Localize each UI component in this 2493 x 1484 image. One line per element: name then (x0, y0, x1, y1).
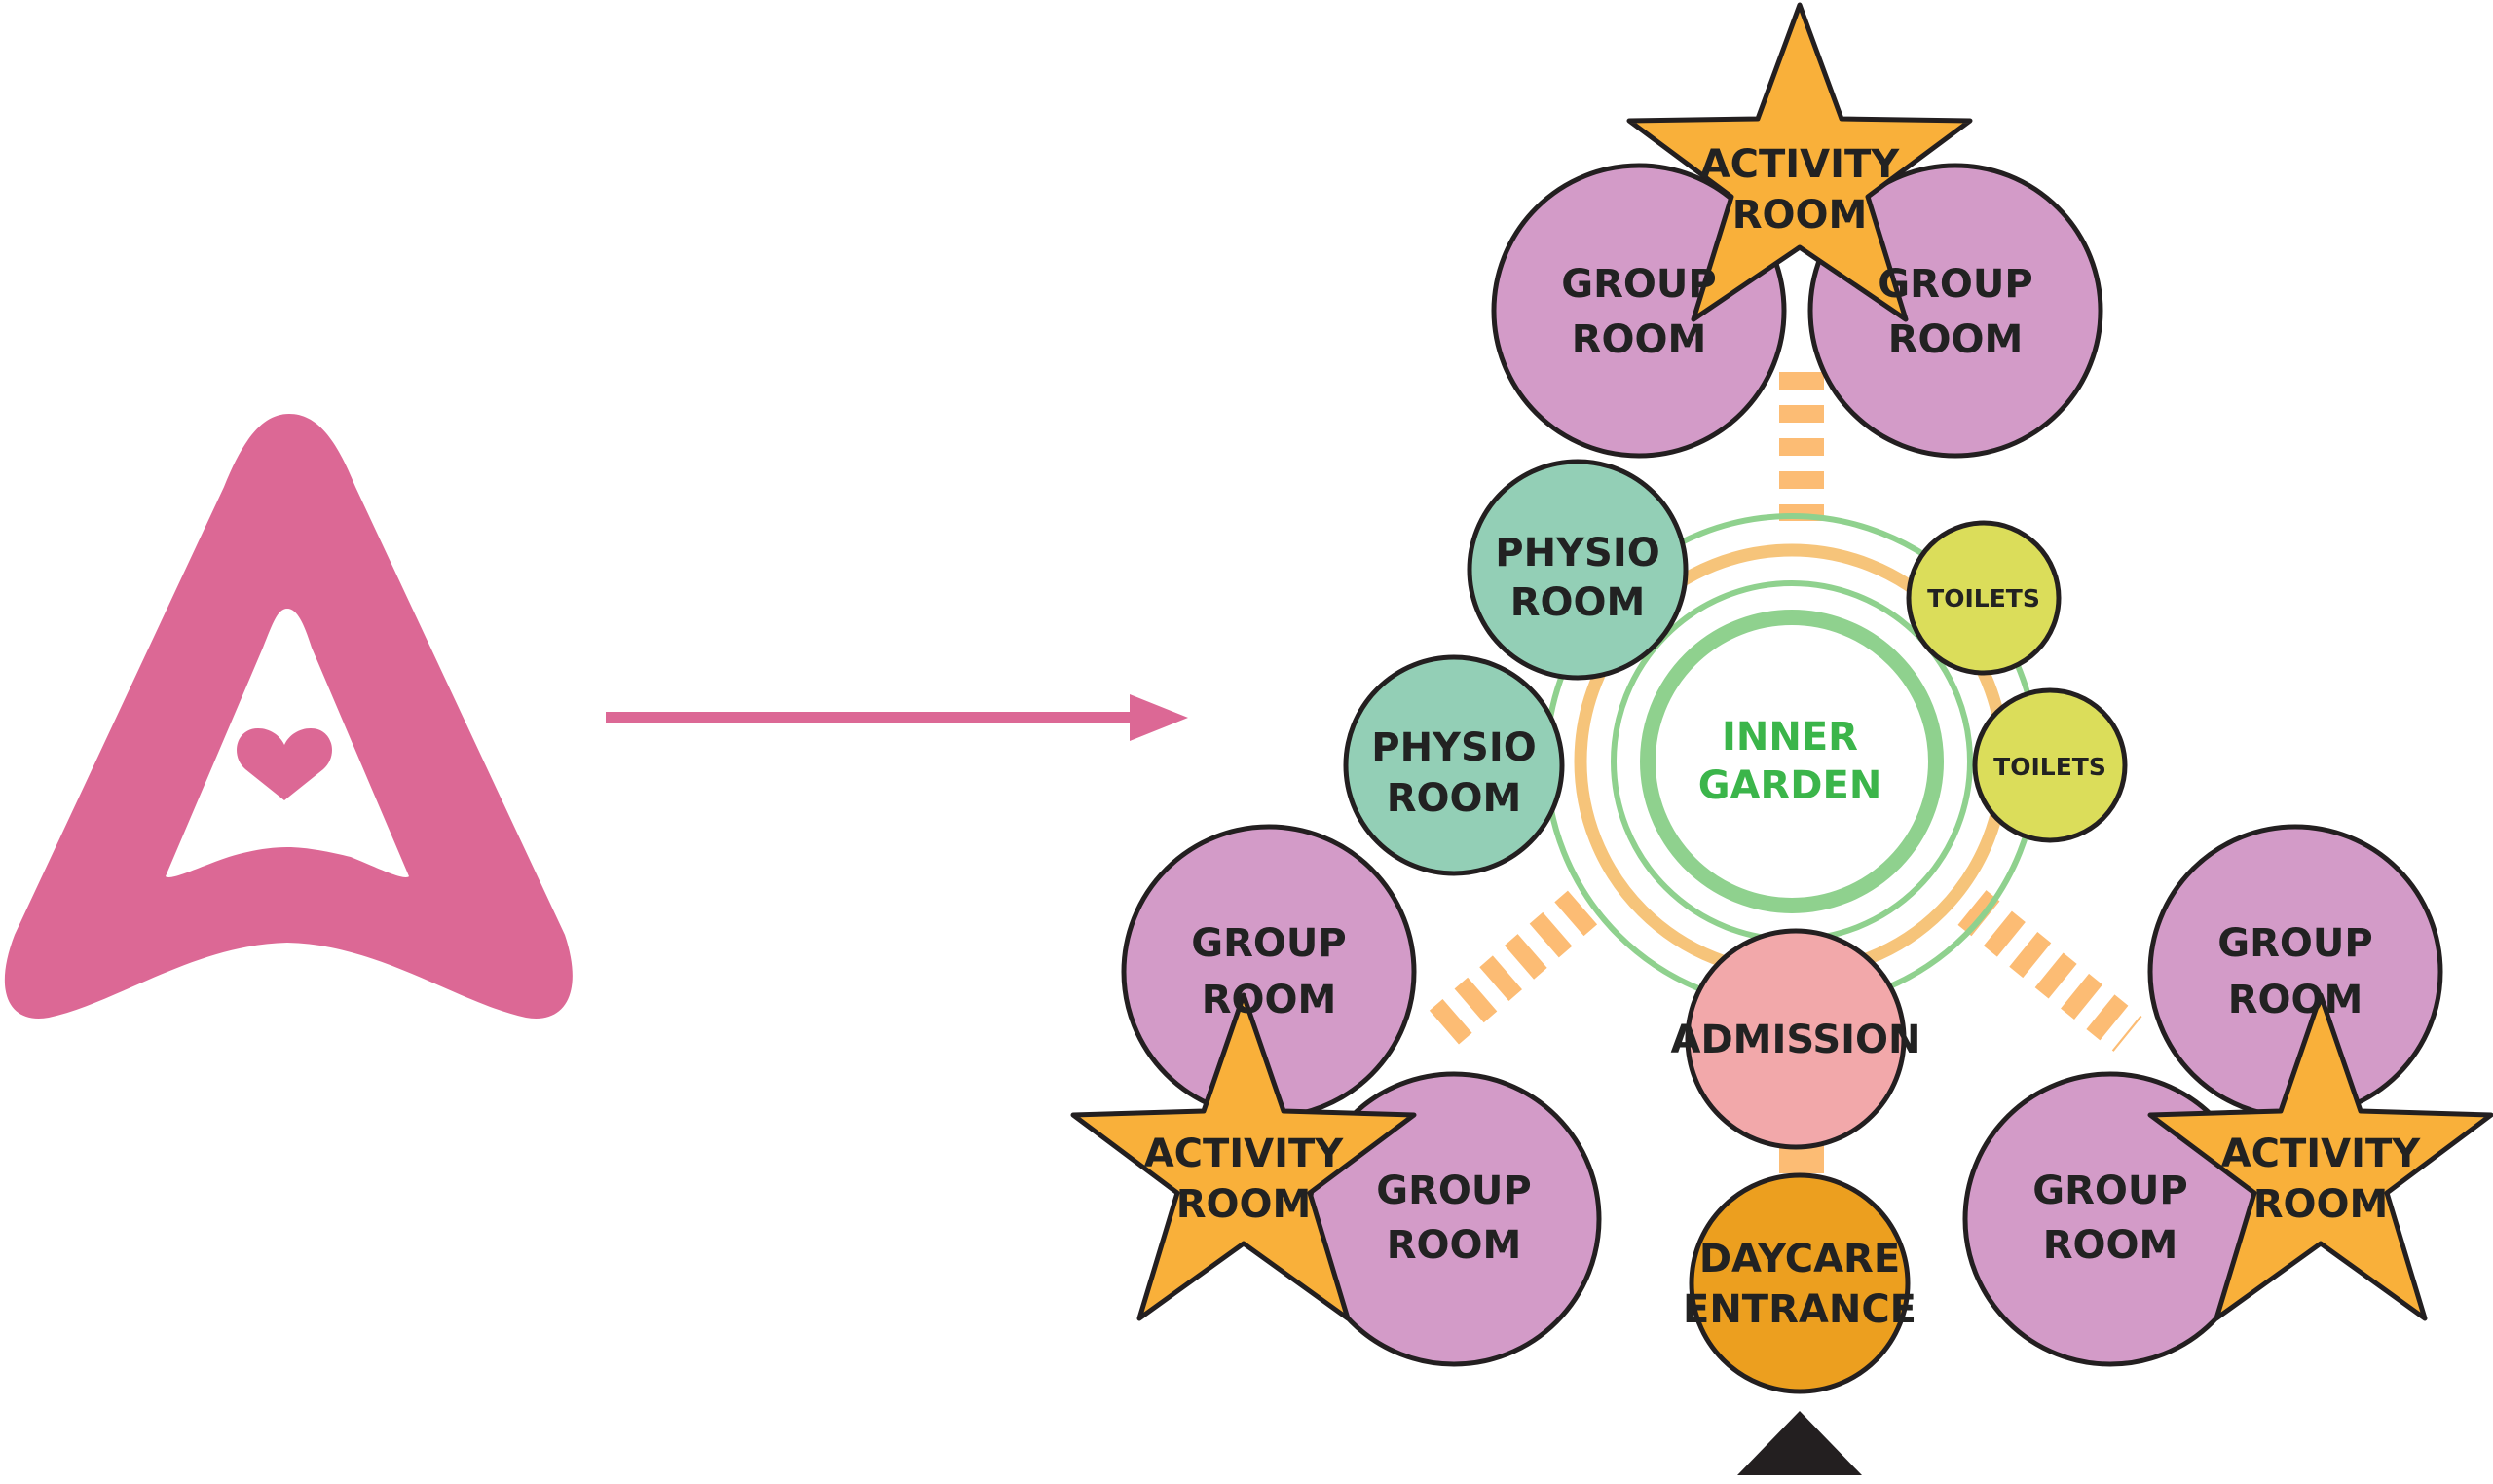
arrow-right-icon (606, 694, 1188, 741)
admission-entrance: ADMISSION DAYCARE ENTRANCE (1670, 928, 1921, 1475)
connector-right (1957, 890, 2142, 1052)
connector-left (1421, 890, 1598, 1052)
group-room-label: ROOM (1202, 978, 1337, 1022)
entrance-triangle-icon (1737, 1411, 1862, 1475)
group-room-label: GROUP (1191, 921, 1346, 966)
inner-garden-ring (1640, 610, 1944, 913)
group-room-label: GROUP (1561, 262, 1716, 307)
physio-room-1 (1467, 459, 1689, 681)
physio-room-label: ROOM (1387, 776, 1522, 821)
group-room-label: GROUP (1878, 262, 2032, 307)
physio-room-label: PHYSIO (1371, 725, 1536, 770)
toilets-1 (1906, 520, 2062, 676)
group-room-label: ROOM (2043, 1223, 2178, 1268)
daycare-entrance-label: ENTRANCE (1683, 1287, 1916, 1332)
activity-room-label: ROOM (1176, 1182, 1312, 1227)
inner-garden-label: GARDEN (1698, 763, 1882, 808)
top-cluster: GROUP ROOM GROUP ROOM ACTIVITY ROOM (1491, 2, 2103, 459)
activity-room-label: ACTIVITY (1700, 142, 1901, 187)
group-room-top-left (1491, 163, 1787, 459)
group-room-label: GROUP (2032, 1169, 2187, 1213)
physio-room-label: PHYSIO (1495, 531, 1659, 575)
toilets-label: TOILETS (1927, 584, 2040, 612)
left-cluster: GROUP ROOM GROUP ROOM ACTIVITY ROOM (1070, 824, 1602, 1367)
group-room-label: ROOM (1572, 317, 1707, 362)
group-room-label: GROUP (1376, 1169, 1531, 1213)
activity-room-star-right (2147, 992, 2493, 1321)
activity-room-star-top (1626, 2, 1973, 322)
physio-rooms: PHYSIO ROOM PHYSIO ROOM (1343, 459, 1689, 876)
inner-garden-label: INNER (1722, 715, 1858, 760)
physio-room-2 (1343, 654, 1565, 876)
heart-icon (237, 728, 332, 800)
activity-room-label: ACTIVITY (2221, 1132, 2422, 1176)
group-room-label: ROOM (1387, 1223, 1522, 1268)
activity-room-label: ROOM (1732, 193, 1868, 238)
admission-label: ADMISSION (1670, 1018, 1920, 1062)
mid-garden-ring (1611, 580, 1973, 943)
toilets-2 (1972, 687, 2128, 843)
activity-room-label: ACTIVITY (1144, 1132, 1345, 1176)
admission-room (1685, 928, 1907, 1150)
activity-room-label: ROOM (2253, 1182, 2389, 1227)
group-room-label: ROOM (2228, 978, 2363, 1022)
group-room-label: ROOM (1888, 317, 2024, 362)
group-room-label: GROUP (2217, 921, 2372, 966)
activity-room-star-left (1070, 992, 1417, 1321)
physio-room-label: ROOM (1510, 580, 1646, 625)
daycare-entrance (1689, 1172, 1911, 1394)
a-heart-logo-icon (4, 414, 573, 1019)
right-cluster: GROUP ROOM GROUP ROOM ACTIVITY ROOM (1962, 824, 2493, 1367)
toilets: TOILETS TOILETS (1906, 520, 2128, 843)
daycare-entrance-label: DAYCARE (1699, 1237, 1900, 1281)
toilets-label: TOILETS (1993, 753, 2106, 781)
